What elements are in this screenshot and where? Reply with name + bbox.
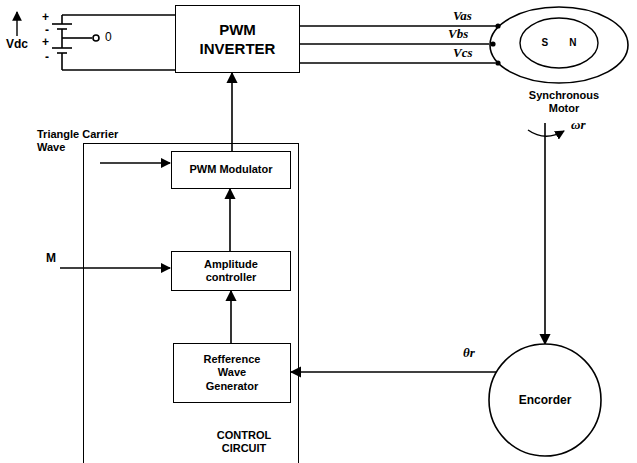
voltage-arrow: [16, 12, 17, 36]
encoder-circle: Encorder: [488, 343, 602, 457]
connector: [231, 73, 233, 151]
connector: [230, 291, 232, 343]
control-circuit-box: CONTROL CIRCUIT PWM ModulatorAmplitude co…: [83, 143, 299, 463]
node-text: Refference Wave Generator: [192, 353, 272, 393]
node-text: N: [569, 37, 576, 49]
edge-label: Vcs: [452, 46, 474, 61]
carrier-label: Triangle Carrier Wave: [36, 128, 122, 153]
carrier-arrow: [100, 162, 170, 164]
connector: [544, 123, 546, 344]
speed-label: ωr: [570, 118, 586, 133]
connector: [300, 62, 496, 64]
rotor: SN: [519, 17, 599, 69]
node-text: PWM INVERTER: [198, 20, 278, 59]
inverter-box: PWM INVERTER: [175, 5, 300, 73]
edge-label: Vbs: [447, 27, 469, 42]
dc-source: [52, 15, 175, 70]
polarity-sign: +: [41, 11, 50, 25]
polarity-sign: +: [41, 36, 50, 50]
connector: [300, 43, 489, 45]
m-input-arrow: [60, 267, 170, 269]
terminal-label: 0: [104, 31, 113, 45]
reference-box: Refference Wave Generator: [173, 343, 291, 403]
node-text: PWM Modulator: [189, 163, 272, 176]
motor-outline: [488, 5, 630, 87]
connector: [229, 189, 231, 251]
node-text: Encorder: [519, 393, 572, 407]
node-text: Amplitude controller: [189, 258, 273, 284]
rotation-arrow: [528, 130, 564, 136]
edge-label: θr: [462, 346, 476, 361]
polarity-sign: -: [44, 51, 50, 65]
motor: Synchronous MotorSN: [488, 5, 630, 123]
amplitude-box: Amplitude controller: [171, 251, 291, 291]
voltage-label: Vdc: [5, 38, 29, 52]
node-text: CONTROL CIRCUIT: [196, 429, 292, 455]
modulator-box: PWM Modulator: [171, 151, 291, 189]
input-label: M: [45, 252, 57, 266]
node-text: Synchronous Motor: [516, 89, 612, 115]
label-text: Triangle Carrier Wave: [37, 128, 118, 153]
node-text: S: [542, 37, 549, 49]
edge-label: Vas: [452, 9, 473, 24]
rotor-outline: [519, 17, 599, 69]
connector: [291, 371, 497, 373]
